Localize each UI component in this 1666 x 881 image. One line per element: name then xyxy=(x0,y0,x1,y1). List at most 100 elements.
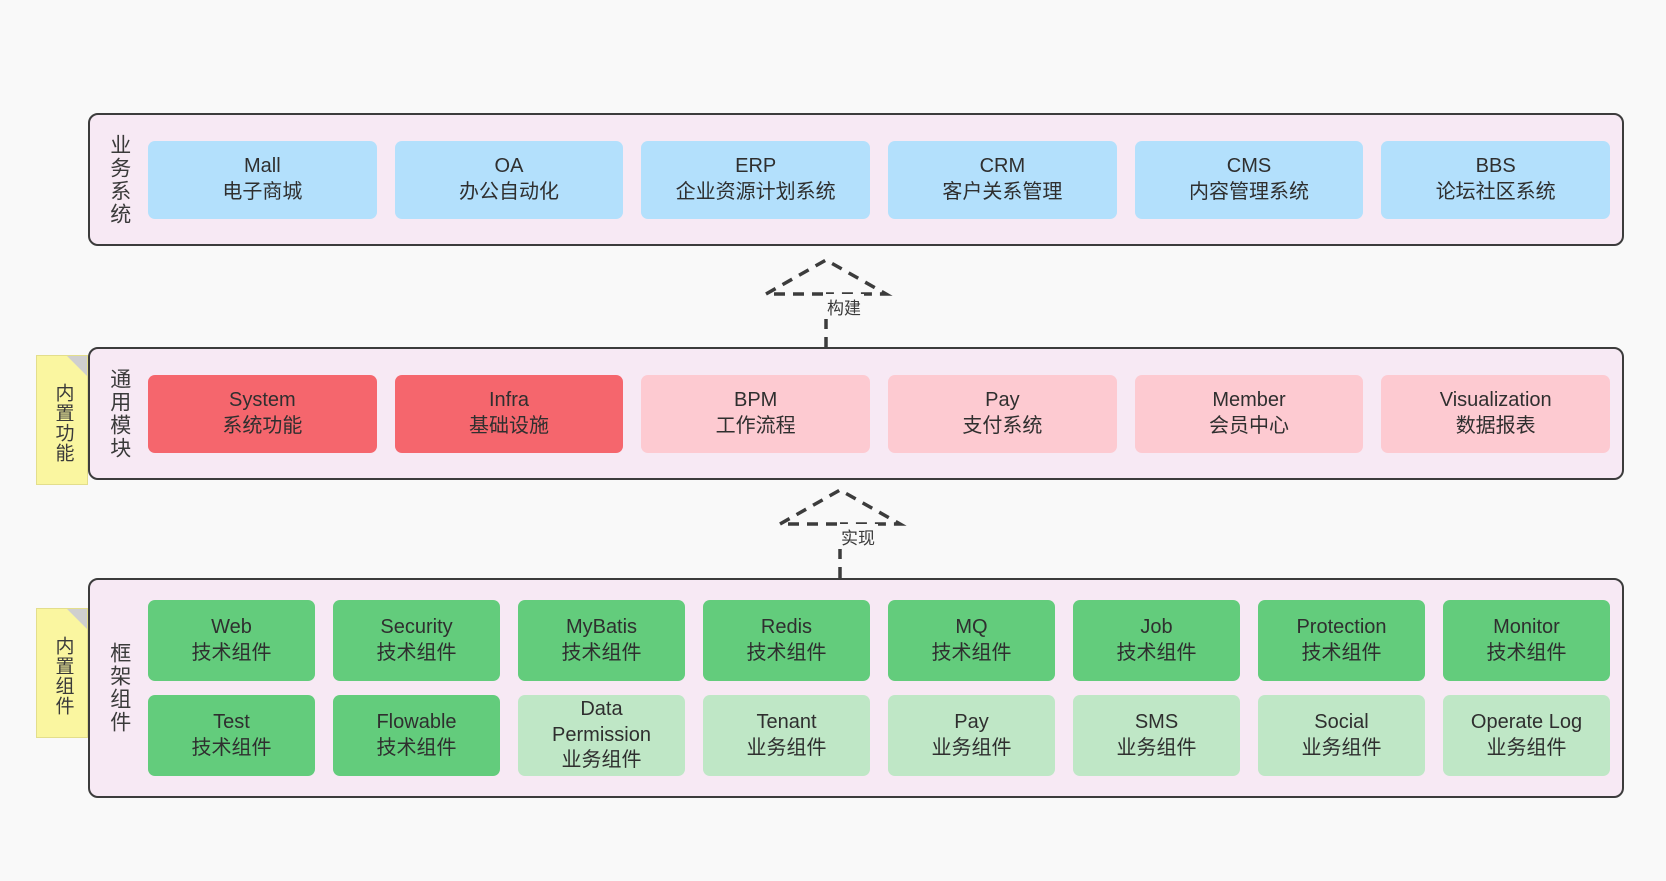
card-subtitle: 技术组件 xyxy=(376,736,457,759)
card-pay[interactable]: Pay 支付系统 xyxy=(888,374,1117,453)
card-protection[interactable]: Protection 技术组件 xyxy=(1258,600,1425,681)
card-subtitle: 技术组件 xyxy=(931,641,1012,664)
card-title: BPM xyxy=(734,388,778,411)
card-pay-business[interactable]: Pay 业务组件 xyxy=(888,695,1055,776)
connector-implement: 实现 xyxy=(770,487,930,578)
card-data-permission[interactable]: Data Permission 业务组件 xyxy=(518,695,685,776)
card-subtitle: 企业资源计划系统 xyxy=(675,180,836,203)
card-subtitle: 电子商城 xyxy=(222,180,303,203)
note-label: 内置组件 xyxy=(52,636,74,716)
card-title: Social xyxy=(1314,710,1369,733)
card-subtitle: 工作流程 xyxy=(715,414,796,437)
card-title: MyBatis xyxy=(565,615,638,638)
card-subtitle: 支付系统 xyxy=(962,414,1043,437)
layer-common-cards: System 系统功能 Infra 基础设施 BPM 工作流程 Pay 支付系统… xyxy=(136,359,1611,468)
card-title: MQ xyxy=(955,615,988,638)
layer-framework-component: 框架组件 Web 技术组件 Security 技术组件 MyBatis 技术组件… xyxy=(88,578,1624,798)
card-title: Security xyxy=(380,615,453,638)
card-bpm[interactable]: BPM 工作流程 xyxy=(641,374,871,453)
layer-common-module: 通用模块 System 系统功能 Infra 基础设施 BPM 工作流程 Pay… xyxy=(88,347,1624,480)
card-crm[interactable]: CRM 客户关系管理 xyxy=(888,140,1117,219)
card-title: Pay xyxy=(954,710,989,733)
card-subtitle: 业务组件 xyxy=(561,749,642,772)
card-bbs[interactable]: BBS 论坛社区系统 xyxy=(1381,140,1611,219)
card-subtitle: 内容管理系统 xyxy=(1189,180,1310,203)
card-security[interactable]: Security 技术组件 xyxy=(333,600,500,681)
card-job[interactable]: Job 技术组件 xyxy=(1073,600,1240,681)
card-title: Flowable xyxy=(376,710,457,733)
card-title: Redis xyxy=(760,615,813,638)
card-subtitle: 业务组件 xyxy=(1116,736,1197,759)
card-title: ERP xyxy=(735,154,777,177)
card-title: Protection xyxy=(1296,615,1387,638)
card-cms[interactable]: CMS 内容管理系统 xyxy=(1134,140,1364,219)
card-mybatis[interactable]: MyBatis 技术组件 xyxy=(518,600,685,681)
card-test[interactable]: Test 技术组件 xyxy=(148,695,315,776)
card-title: SMS xyxy=(1134,710,1179,733)
card-subtitle: 会员中心 xyxy=(1209,414,1290,437)
card-title: Mall xyxy=(244,154,281,177)
layer-title-framework-component: 框架组件 xyxy=(107,642,131,734)
card-sms[interactable]: SMS 业务组件 xyxy=(1073,695,1240,776)
card-title: CRM xyxy=(979,154,1026,177)
card-subtitle: 系统功能 xyxy=(222,414,303,437)
card-title: Data Permission xyxy=(552,698,651,746)
card-subtitle: 客户关系管理 xyxy=(942,180,1063,203)
card-subtitle: 技术组件 xyxy=(746,641,827,664)
note-label: 内置功能 xyxy=(52,383,74,463)
card-subtitle: 基础设施 xyxy=(469,414,549,437)
card-subtitle: 技术组件 xyxy=(191,641,272,664)
card-oa[interactable]: OA 办公自动化 xyxy=(394,140,624,219)
card-title: Pay xyxy=(985,388,1020,411)
card-subtitle: 论坛社区系统 xyxy=(1435,180,1556,203)
layer-business-cards: Mall 电子商城 OA 办公自动化 ERP 企业资源计划系统 CRM 客户关系… xyxy=(136,125,1611,234)
card-monitor[interactable]: Monitor 技术组件 xyxy=(1443,600,1610,681)
card-operate-log[interactable]: Operate Log 业务组件 xyxy=(1443,695,1610,776)
card-title: Monitor xyxy=(1493,615,1560,638)
card-title: Tenant xyxy=(756,710,817,733)
connector-build: 构建 xyxy=(756,257,916,348)
card-erp[interactable]: ERP 企业资源计划系统 xyxy=(641,140,871,219)
card-subtitle: 技术组件 xyxy=(1301,641,1382,664)
card-subtitle: 业务组件 xyxy=(1486,736,1567,759)
card-title: Visualization xyxy=(1439,388,1552,411)
layer-title-common-module: 通用模块 xyxy=(107,367,131,460)
layer-business-system: 业务系统 Mall 电子商城 OA 办公自动化 ERP 企业资源计划系统 CRM… xyxy=(88,113,1624,246)
card-title: Member xyxy=(1212,388,1286,411)
card-title: Test xyxy=(213,710,250,733)
card-title: OA xyxy=(494,154,524,177)
card-subtitle: 业务组件 xyxy=(931,736,1012,759)
connector-label-implement: 实现 xyxy=(838,524,878,549)
card-title: Web xyxy=(211,615,252,638)
card-member[interactable]: Member 会员中心 xyxy=(1134,374,1364,453)
card-title: CMS xyxy=(1226,154,1272,177)
layer-framework-cards: Web 技术组件 Security 技术组件 MyBatis 技术组件 Redi… xyxy=(136,590,1610,786)
note-builtin-features: 内置功能 xyxy=(36,355,88,485)
card-web[interactable]: Web 技术组件 xyxy=(148,600,315,681)
card-subtitle: 业务组件 xyxy=(746,736,827,759)
card-infra[interactable]: Infra 基础设施 xyxy=(394,374,624,453)
card-title: Infra xyxy=(488,388,530,411)
card-redis[interactable]: Redis 技术组件 xyxy=(703,600,870,681)
card-tenant[interactable]: Tenant 业务组件 xyxy=(703,695,870,776)
note-builtin-components: 内置组件 xyxy=(36,608,88,738)
card-visualization[interactable]: Visualization 数据报表 xyxy=(1381,374,1611,453)
card-subtitle: 技术组件 xyxy=(191,736,272,759)
card-system[interactable]: System 系统功能 xyxy=(148,374,377,453)
card-subtitle: 技术组件 xyxy=(376,641,457,664)
card-social[interactable]: Social 业务组件 xyxy=(1258,695,1425,776)
card-subtitle: 技术组件 xyxy=(1486,641,1567,664)
card-subtitle: 技术组件 xyxy=(561,641,642,664)
card-row: Web 技术组件 Security 技术组件 MyBatis 技术组件 Redi… xyxy=(148,600,1610,681)
card-subtitle: 技术组件 xyxy=(1116,641,1197,664)
card-subtitle: 数据报表 xyxy=(1455,414,1536,437)
card-title: Operate Log xyxy=(1470,710,1583,733)
layer-title-business-system: 业务系统 xyxy=(107,133,131,226)
card-mq[interactable]: MQ 技术组件 xyxy=(888,600,1055,681)
card-subtitle: 业务组件 xyxy=(1301,736,1382,759)
card-title: Job xyxy=(1140,615,1173,638)
card-mall[interactable]: Mall 电子商城 xyxy=(148,140,377,219)
card-title: System xyxy=(228,388,296,411)
card-flowable[interactable]: Flowable 技术组件 xyxy=(333,695,500,776)
